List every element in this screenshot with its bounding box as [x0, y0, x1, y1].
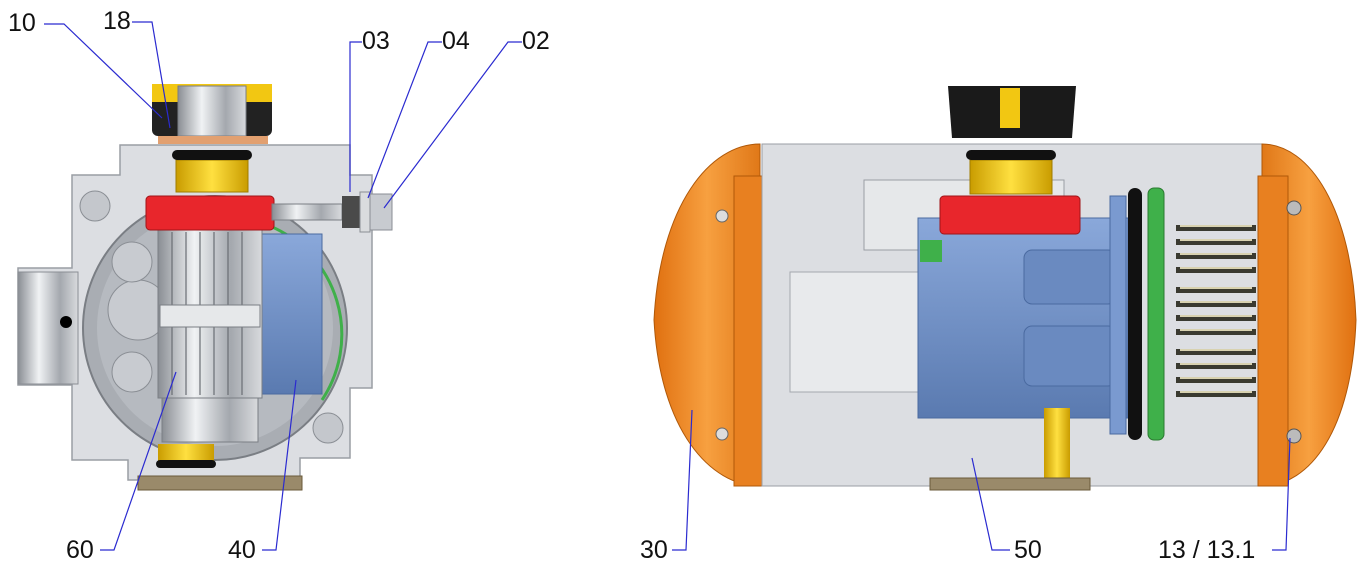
knob-indicator: [1000, 88, 1020, 128]
port-boss: [17, 271, 79, 385]
port-hole: [60, 316, 72, 328]
stop-cap-nut: [369, 193, 393, 231]
green-strip: [920, 240, 942, 262]
o-ring-top: [172, 150, 252, 160]
seal-green: [1147, 187, 1165, 441]
callout-13: 13 / 13.1: [1158, 536, 1256, 564]
o-ring-piston: [1128, 188, 1142, 440]
spring-stack: [1176, 225, 1256, 397]
callout-10: 10: [8, 9, 36, 37]
yellow-collar-right: [969, 159, 1053, 195]
piston-right: [917, 217, 1129, 419]
cap-flange-right: [1257, 175, 1289, 487]
cap-lobe: [111, 351, 153, 393]
bottom-yellow: [158, 444, 214, 464]
leader-13: [1272, 437, 1291, 551]
spring-highlight: [1180, 225, 1252, 393]
piston-window: [1023, 325, 1117, 387]
stop-bolt: [271, 203, 343, 221]
leader-lines: [44, 21, 1291, 551]
mount-boss-top: [79, 190, 111, 222]
cap-nut: [1286, 200, 1302, 216]
leader-50: [971, 457, 1010, 551]
callout-18: 18: [103, 7, 131, 35]
leader-40: [262, 379, 297, 551]
leader-04: [367, 41, 442, 199]
pinion-collar: [159, 304, 261, 328]
left-view: [17, 84, 393, 491]
bottom-plate-right: [929, 477, 1091, 491]
leader-10: [44, 23, 163, 119]
bottom-shaft-right: [1044, 408, 1070, 478]
callout-04: 04: [442, 27, 470, 55]
callout-30: 30: [640, 536, 668, 564]
cap-bolt: [715, 427, 729, 441]
bottom-o-ring: [156, 460, 216, 468]
callout-02: 02: [522, 27, 550, 55]
piston-left: [261, 233, 323, 395]
cap-bolt: [715, 209, 729, 223]
leader-30: [672, 409, 693, 551]
washer: [158, 136, 268, 144]
o-ring-right: [966, 150, 1056, 160]
callout-60: 60: [66, 536, 94, 564]
callout-40: 40: [228, 536, 256, 564]
cap-flange-left: [733, 175, 765, 487]
stop-nut: [342, 196, 360, 228]
callout-50: 50: [1014, 536, 1042, 564]
callout-03: 03: [362, 27, 390, 55]
indicator-stem: [177, 85, 247, 137]
seal-blue: [1109, 195, 1127, 435]
red-cam-ring: [145, 195, 275, 231]
red-cam-ring-right: [939, 195, 1081, 235]
bottom-shaft: [161, 397, 259, 443]
yellow-collar: [175, 159, 249, 193]
leader-03: [349, 41, 362, 192]
leader-18: [132, 21, 171, 129]
cap-nut: [1286, 428, 1302, 444]
mount-boss-bottom: [312, 412, 344, 444]
cap-lobe: [111, 241, 153, 283]
leader-60: [100, 371, 177, 551]
piston-window: [1023, 249, 1117, 305]
bottom-plate: [137, 475, 303, 491]
leader-02: [383, 41, 522, 209]
right-view: [653, 86, 1357, 491]
